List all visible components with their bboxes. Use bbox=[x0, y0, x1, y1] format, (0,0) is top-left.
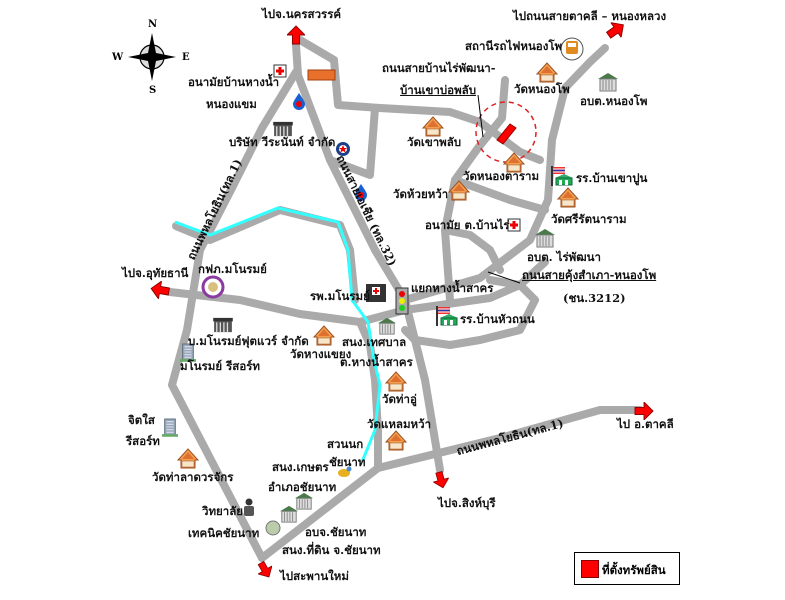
destination-nakhon-sawan: ไปจ.นครสวรรค์ bbox=[262, 7, 342, 21]
road-label-ban-rai-1: ถนนสายบ้านไร่พัฒนา- bbox=[382, 61, 496, 75]
leader-line-ban-rai bbox=[477, 94, 484, 138]
label-hang-nam-sakhon: ต.หางน้ำสาคร bbox=[340, 355, 413, 369]
label-wat-huai-wa: วัดห้วยหว้า bbox=[393, 187, 449, 201]
school-icon bbox=[550, 165, 574, 187]
compass-east-label: E bbox=[182, 52, 190, 63]
label-obt-rai-phatthana: อบต. ไร่พัฒนา bbox=[527, 250, 601, 264]
label-jitsai-resort: รีสอร์ท bbox=[126, 434, 160, 448]
compass-rose-icon bbox=[128, 33, 176, 81]
label-chainat: ชัยนาท bbox=[329, 455, 366, 469]
destination-takhli: ไป อ.ตาคลี bbox=[617, 417, 674, 431]
temple-icon bbox=[385, 430, 407, 451]
temple-icon bbox=[385, 371, 407, 392]
road-label-khung-samphao: ถนนสายคุ้งสำเภา-หนองโพ bbox=[522, 268, 657, 282]
arrow-southwest-icon bbox=[253, 558, 277, 582]
label-wat-hang-khaeng: วัดหางแขยง bbox=[290, 347, 352, 361]
label-wat-nong-pho: วัดหนองโพ bbox=[514, 82, 570, 96]
government-office-icon bbox=[597, 72, 619, 92]
road-label-chn-3212: (ชน.3212) bbox=[563, 291, 626, 305]
temple-icon bbox=[177, 448, 199, 469]
label-wat-khao-phlap: วัดเขาพลับ bbox=[407, 135, 462, 149]
label-hospital: รพ.มโนรมย์ bbox=[310, 289, 370, 303]
label-college: วิทยาลัย bbox=[202, 504, 244, 518]
label-agri-office: สนง.เกษตร bbox=[272, 460, 329, 474]
hospital-icon bbox=[366, 284, 386, 302]
road-phahonyothin-south bbox=[258, 406, 644, 562]
graduate-icon bbox=[244, 498, 254, 516]
label-land-office: สนง.ที่ดิน จ.ชัยนาท bbox=[282, 543, 381, 557]
compass-west-label: W bbox=[112, 52, 124, 63]
resort-building-icon bbox=[162, 418, 178, 438]
label-footwear: บ.มโนรมย์ฟุตแวร์ จำกัด bbox=[188, 334, 309, 348]
label-nong-khaem: หนองแขม bbox=[206, 97, 257, 111]
fuel-star-icon bbox=[336, 142, 350, 156]
label-health-ban-rai: อนามัย ต.บ้านไร่ bbox=[425, 218, 510, 232]
temple-icon bbox=[536, 62, 558, 83]
label-pao: อบจ.ชัยนาท bbox=[305, 525, 367, 539]
label-wat-laem-wa: วัดแหลมหว้า bbox=[367, 417, 432, 431]
label-wat-tha-u: วัดท่าอู่ bbox=[382, 392, 417, 406]
river bbox=[174, 206, 382, 463]
destination-uthai-thani: ไปจ.อุทัยธานี bbox=[122, 266, 189, 280]
label-wat-nong-ta: วัดหนองตาราม bbox=[463, 169, 540, 183]
label-school-hua-thanon: รร.บ้านหัวถนน bbox=[460, 312, 535, 326]
label-wat-tha-lat: วัดท่าลาดวรจักร bbox=[152, 470, 234, 484]
label-wat-si-rattana: วัดศรีรัตนาราม bbox=[551, 212, 627, 226]
pea-office-icon bbox=[201, 275, 225, 299]
road-inner-2 bbox=[441, 226, 504, 274]
road-label-ban-rai-2: บ้านเขาบ่อพลับ bbox=[400, 83, 477, 97]
road-west-upper bbox=[172, 206, 359, 304]
pao-seal-icon bbox=[265, 520, 281, 536]
label-resort-manorom: มโนรมย์ รีสอร์ท bbox=[180, 359, 260, 373]
road-inner bbox=[451, 176, 549, 214]
road-north-loop bbox=[296, 36, 544, 164]
bird-icon bbox=[338, 466, 352, 477]
label-obt-nong-pho: อบต.หนองโพ bbox=[580, 94, 648, 108]
leader-line-khung bbox=[487, 271, 521, 284]
road-phahonyothin-west bbox=[168, 68, 300, 562]
road-east-loop bbox=[401, 276, 539, 349]
label-station: สถานีรถไฟหนองโพ bbox=[465, 39, 563, 53]
destination-saphan-mai: ไปสะพานใหม่ bbox=[280, 569, 349, 583]
destination-taklee-nong-luang: ไปถนนสายตาคลี – หนองหลวง bbox=[513, 9, 667, 23]
traffic-light-icon bbox=[395, 287, 409, 315]
label-municipal: สนง.เทศบาล bbox=[342, 335, 407, 349]
label-pea: กฟภ.มโนรมย์ bbox=[198, 262, 267, 276]
label-health-hang-nam: อนามัยบ้านหางน้ำ bbox=[188, 75, 280, 89]
road-wat-khao bbox=[326, 104, 379, 179]
legend-label-property: ที่ตั้งทรัพย์สิน bbox=[602, 563, 666, 577]
government-office-icon bbox=[294, 492, 314, 510]
arrow-west-icon bbox=[149, 279, 171, 301]
factory-icon bbox=[212, 317, 234, 333]
school-icon bbox=[435, 305, 459, 327]
label-technical-chainat: เทคนิคชัยนาท bbox=[188, 526, 260, 540]
temple-icon bbox=[422, 116, 444, 137]
label-school-khao-pun: รร.บ้านเขาปูน bbox=[576, 171, 648, 185]
train-station-icon bbox=[560, 37, 584, 61]
road-ban-rai bbox=[441, 76, 509, 304]
temple-icon bbox=[557, 187, 579, 208]
road-river-side bbox=[356, 318, 382, 472]
government-office-icon bbox=[279, 505, 299, 523]
legend-swatch-property bbox=[581, 560, 599, 578]
map-legend: ที่ตั้งทรัพย์สิน bbox=[574, 552, 680, 585]
compass-north-label: N bbox=[148, 19, 158, 30]
destination-sing-buri: ไปจ.สิงห์บุรี bbox=[438, 496, 496, 510]
compass-south-label: S bbox=[149, 85, 157, 96]
factory-icon bbox=[272, 121, 294, 137]
label-district-office: อำเภอชัยนาท bbox=[268, 480, 337, 494]
label-jitsai: จิตใส bbox=[128, 413, 155, 427]
store-sign-icon bbox=[307, 69, 336, 81]
arrow-south-icon bbox=[430, 469, 452, 491]
temple-icon bbox=[313, 325, 335, 346]
junction-hang-nam-sakhon: แยกหางน้ำสาคร bbox=[411, 281, 494, 295]
label-weeranan: บริษัท วีระนันท์ จำกัด bbox=[229, 135, 336, 149]
label-bird-park: สวนนก bbox=[327, 437, 364, 451]
